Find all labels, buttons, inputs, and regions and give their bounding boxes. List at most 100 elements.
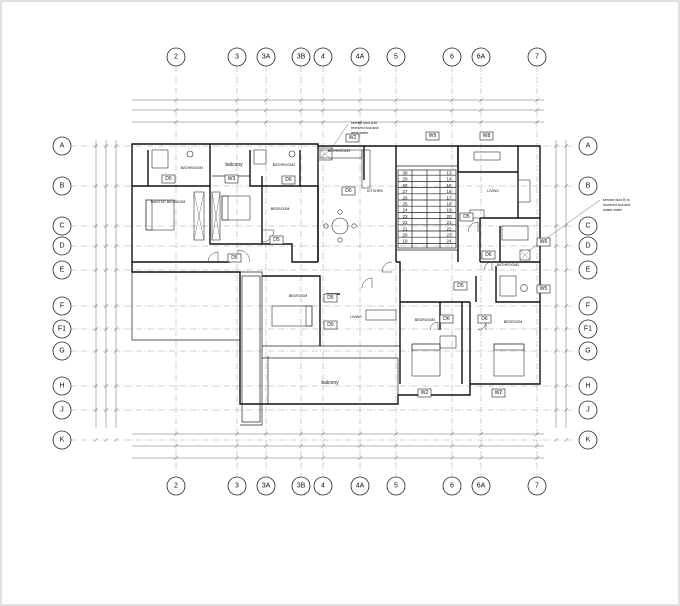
grid-bubble-row-F: F [578,296,598,316]
dimension-tick [263,455,269,461]
grid-bubble-label: J [60,407,64,414]
grid-bubble-label: E [60,267,65,274]
dimension-tick [173,107,179,113]
svg-text:D5: D5 [327,322,334,328]
dimension-tick [320,443,326,449]
dimension-tick [393,455,399,461]
room-label-living-center: LIVING [350,315,362,319]
dimension-tick [234,107,240,113]
dimension-tick [553,437,559,443]
dimension-tick [563,303,569,309]
grid-bubble-label: 6 [450,483,454,490]
dimension-tick [113,243,119,249]
stair-step-numbers: 3029282726252423222120191314151617181920… [402,171,452,244]
dimension-tick [534,431,540,437]
room-label-master-bedroom: MASTER BEDROOM [151,200,186,204]
dimension-tick [263,107,269,113]
tag-w2: W2 [491,388,506,398]
tag-w2: W2 [345,133,360,143]
stair-step-number: 26 [402,195,408,200]
grid-bubble-col-3B: 3B [291,47,311,67]
grid-bubble-label: E [586,267,591,274]
svg-text:W5: W5 [540,286,548,292]
duct-a-note-line2: received foul and [351,126,378,130]
grid-bubble-row-A: A [578,136,598,156]
svg-text:D5: D5 [327,295,334,301]
svg-text:D5: D5 [463,214,470,220]
room-label-bathroom2: BATHROOM2 [273,163,296,167]
grid-bubble-row-J: J [52,400,72,420]
stair-step-number: 20 [402,233,408,238]
dimension-tick [103,243,109,249]
tag-d6: D6 [281,175,296,185]
grid-bubble-label: 6 [450,54,454,61]
grid-bubble-label: 5 [394,483,398,490]
stair-step-number: 24 [402,208,408,213]
dimension-tick [534,107,540,113]
tag-d5: D5 [269,235,284,245]
dimension-tick [263,431,269,437]
room-label-bathroom3: BATHROOM3 [328,149,351,153]
dimension-tick [357,107,363,113]
stair-step-number: 30 [402,171,408,176]
grid-bubble-label: 3A [262,54,271,61]
grid-bubble-label: 2 [174,483,178,490]
grid-bubble-label: F1 [58,326,66,333]
dimension-tick [263,119,269,125]
grid-bubble-col-3: 3 [227,47,247,67]
grid-bubble-label: D [585,243,590,250]
svg-text:D5: D5 [165,176,172,182]
room-label-bedroom-center: BEDROOM [289,294,308,298]
dimension-tick [113,407,119,413]
dimension-tick [563,437,569,443]
svg-text:W2: W2 [421,390,429,396]
grid-bubble-label: 6A [477,54,486,61]
room-label-kitchen: KITCHEN [367,189,383,193]
grid-bubble-label: H [59,383,64,390]
grid-bubble-row-E: E [578,260,598,280]
stair-step-number: 23 [402,214,408,219]
dimension-tick [298,107,304,113]
svg-text:W3: W3 [228,176,236,182]
grid-bubble-label: 4A [356,54,365,61]
grid-bubble-col-3A: 3A [256,47,276,67]
grid-bubble-col-7: 7 [527,476,547,496]
dimension-tick [478,431,484,437]
dimension-tick [357,443,363,449]
grid-bubble-col-4A: 4A [350,476,370,496]
dimension-tick [320,431,326,437]
grid-bubble-label: K [60,437,65,444]
grid-bubble-label: 4A [356,483,365,490]
dimension-tick [93,243,99,249]
dimension-tick [93,383,99,389]
svg-text:D6: D6 [443,316,450,322]
tag-w9: W9 [425,131,440,141]
tag-d6: D6 [341,186,356,196]
dimension-tick [263,97,269,103]
tag-w6: W6 [536,237,551,247]
grid-bubble-col-6: 6 [442,47,462,67]
grid-bubble-row-C: C [578,216,598,236]
dimension-tick [298,431,304,437]
dimension-tick [113,143,119,149]
grid-bubble-label: 2 [174,54,178,61]
dimension-tick [173,443,179,449]
grid-bubble-col-5: 5 [386,47,406,67]
bedroom-bed [221,195,251,221]
dimension-tick [563,183,569,189]
dimension-tick [553,303,559,309]
dimension-tick [563,348,569,354]
grid-bubble-col-3: 3 [227,476,247,496]
svg-text:D6: D6 [481,316,488,322]
grid-bubble-label: 3B [297,54,306,61]
dimension-tick [234,443,240,449]
walls [131,143,541,426]
room-label-balcony-top: balcony [225,162,243,168]
grid-bubble-col-4A: 4A [350,47,370,67]
grid-bubble-label: 6A [477,483,486,490]
living-sofa [473,151,501,161]
dimension-tick [534,443,540,449]
grid-bubble-col-7: 7 [527,47,547,67]
